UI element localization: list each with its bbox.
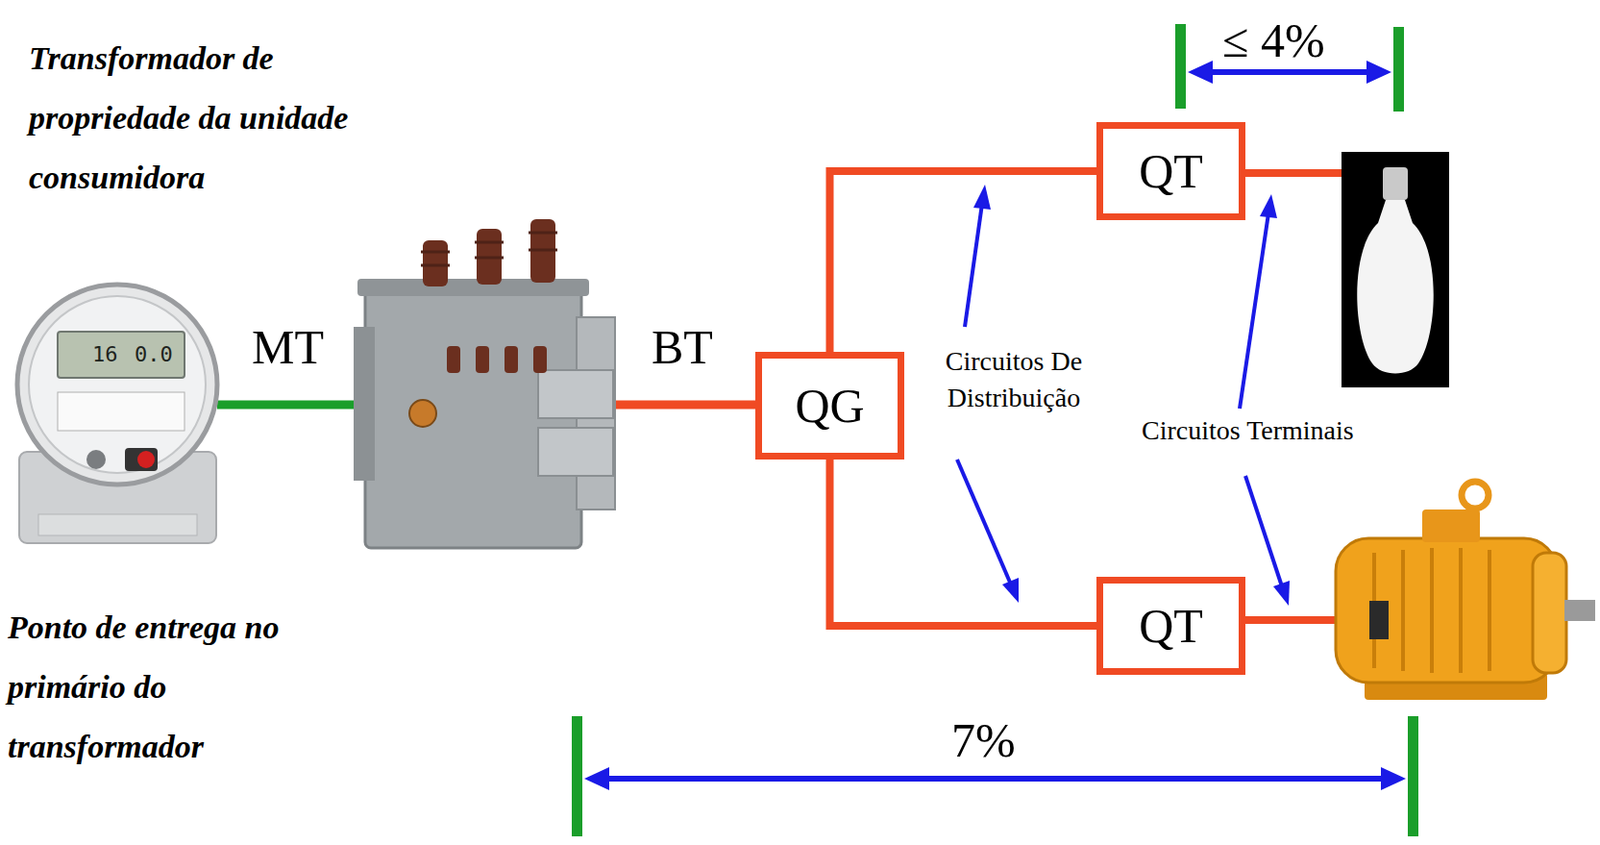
voltage-label: MT [251, 320, 324, 376]
panel-label: QG [794, 381, 864, 430]
meter-display: 16 [92, 342, 119, 367]
transformer [353, 219, 616, 548]
energy-meter [17, 284, 218, 543]
distribution-circuit [830, 459, 1098, 626]
voltage-label: BT [651, 320, 714, 376]
panel-box: QG [755, 351, 905, 460]
panel-box: QT [1096, 122, 1246, 221]
bt-wire [605, 400, 760, 410]
note-text: Ponto de entrega no primário do transfor… [7, 597, 354, 777]
circuit-label: Circuitos De Distribuição [917, 343, 1110, 417]
panel-label: QT [1138, 147, 1204, 196]
panel-label: QT [1138, 601, 1204, 650]
distribution-circuit [830, 171, 1098, 352]
note-text: Transformador de propriedade da unidade … [28, 28, 414, 208]
mt-wire [217, 400, 366, 410]
meter-display: 0.0 [134, 342, 173, 367]
dimension-label: ≤ 4% [1222, 13, 1326, 70]
panel-box: QT [1096, 576, 1246, 675]
dimension-label: 7% [951, 713, 1016, 769]
lamp [1341, 151, 1450, 388]
circuit-label: Circuitos Terminais [1141, 415, 1354, 446]
dimension-bracket [571, 24, 1419, 837]
motor [1335, 481, 1596, 700]
